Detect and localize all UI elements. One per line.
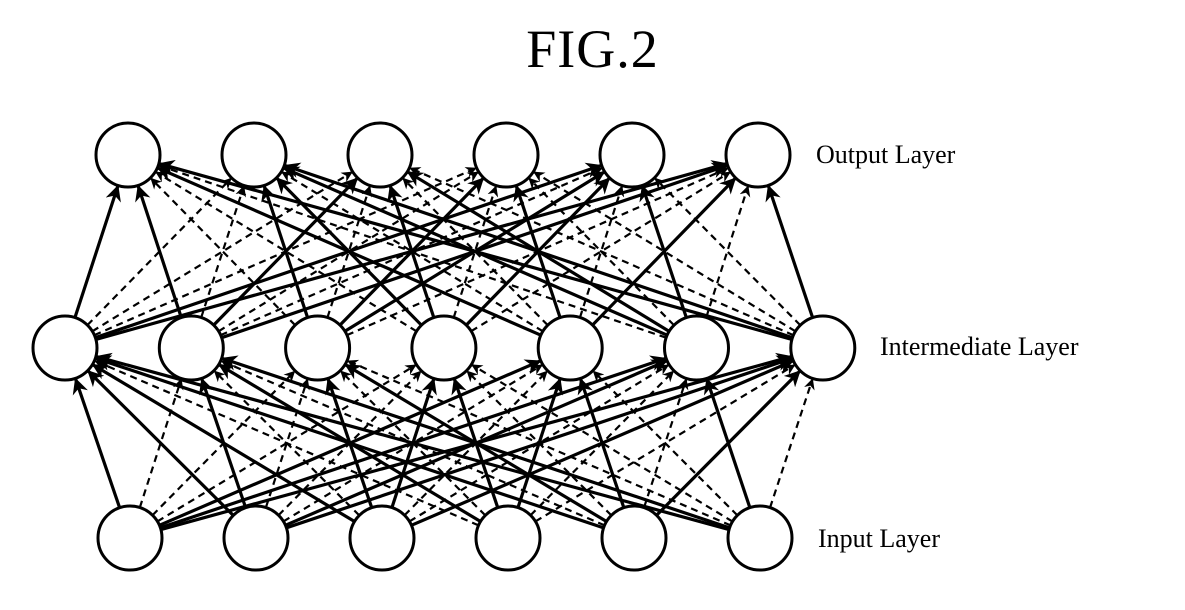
input-node-4 <box>474 504 542 572</box>
intermediate-node-2 <box>157 314 225 382</box>
dashed-edge-intermediate-7-to-output-3 <box>409 167 794 337</box>
solid-edge-intermediate-1-to-output-1 <box>73 184 121 319</box>
dashed-edge-input-4-to-intermediate-1 <box>94 359 480 527</box>
connection-edges <box>72 159 815 532</box>
dashed-edge-input-6-to-intermediate-3 <box>346 359 732 527</box>
dashed-edge-input-5-to-intermediate-6 <box>642 378 689 508</box>
input-layer-label: Input Layer <box>818 524 941 553</box>
dashed-edge-intermediate-2-to-output-4 <box>218 171 479 333</box>
solid-edge-input-6-to-intermediate-6 <box>703 377 752 509</box>
input-node-2 <box>222 504 290 572</box>
dashed-edge-intermediate-5-to-output-2 <box>281 171 544 333</box>
intermediate-node-1 <box>31 314 99 382</box>
dashed-edge-input-4-to-intermediate-7 <box>534 364 796 523</box>
dashed-edge-input-6-to-intermediate-4 <box>471 364 734 523</box>
intermediate-node-6 <box>663 314 730 382</box>
dashed-edge-intermediate-7-to-output-5 <box>654 177 802 327</box>
dashed-edge-input-1-to-intermediate-2 <box>138 378 184 508</box>
output-node-6 <box>724 121 792 189</box>
dashed-edge-intermediate-6-to-output-4 <box>528 177 675 326</box>
solid-edge-input-3-to-intermediate-1 <box>91 363 356 523</box>
intermediate-node-7 <box>789 314 857 382</box>
figure-title: FIG.2 <box>526 19 659 79</box>
input-node-6 <box>726 504 794 572</box>
solid-edge-intermediate-5-to-output-1 <box>156 166 542 337</box>
dashed-edge-intermediate-4-to-output-6 <box>470 171 731 333</box>
dashed-edge-intermediate-7-to-output-4 <box>533 171 797 333</box>
output-layer-label: Output Layer <box>816 140 956 169</box>
intermediate-layer-label: Intermediate Layer <box>880 332 1079 361</box>
solid-edge-intermediate-2-to-output-1 <box>135 184 183 319</box>
dashed-edge-intermediate-6-to-output-1 <box>158 163 667 339</box>
solid-edge-input-5-to-intermediate-1 <box>94 355 605 530</box>
input-node-5 <box>600 504 668 572</box>
dashed-edge-intermediate-4-to-output-1 <box>155 171 418 333</box>
output-node-3 <box>346 121 414 189</box>
dashed-edge-intermediate-6-to-output-6 <box>705 185 751 318</box>
input-node-1 <box>96 504 164 572</box>
solid-edge-input-5-to-intermediate-5 <box>577 377 626 509</box>
solid-edge-input-2-to-intermediate-1 <box>87 370 235 517</box>
dashed-edge-intermediate-1-to-output-3 <box>91 171 353 333</box>
dashed-edge-input-2-to-intermediate-5 <box>282 364 543 523</box>
intermediate-node-4 <box>410 314 478 382</box>
solid-edge-input-6-to-intermediate-1 <box>95 352 730 532</box>
dashed-edge-intermediate-4-to-output-4 <box>452 185 499 318</box>
dashed-edge-input-6-to-intermediate-5 <box>592 370 739 517</box>
input-node-3 <box>348 504 416 572</box>
solid-edge-intermediate-7-to-output-2 <box>283 162 794 340</box>
solid-edge-intermediate-7-to-output-6 <box>765 184 815 319</box>
dashed-edge-intermediate-3-to-output-3 <box>326 185 373 318</box>
intermediate-node-3 <box>284 314 352 382</box>
dashed-edge-intermediate-2-to-output-2 <box>200 185 246 318</box>
layer-nodes <box>31 121 857 572</box>
dashed-edge-intermediate-5-to-output-5 <box>578 185 625 318</box>
output-node-4 <box>472 121 540 189</box>
output-node-1 <box>94 121 162 189</box>
intermediate-node-5 <box>536 314 604 382</box>
dashed-edge-input-2-to-intermediate-3 <box>264 378 310 508</box>
solid-edge-input-1-to-intermediate-1 <box>72 377 122 509</box>
output-node-2 <box>220 121 288 189</box>
solid-edge-input-6-to-intermediate-2 <box>221 355 731 530</box>
solid-edge-intermediate-6-to-output-5 <box>639 184 688 319</box>
solid-edge-intermediate-3-to-output-2 <box>261 184 310 319</box>
solid-edge-intermediate-7-to-output-1 <box>158 159 793 341</box>
dashed-edge-intermediate-3-to-output-1 <box>150 177 296 326</box>
output-node-5 <box>598 121 666 189</box>
dashed-edge-input-6-to-intermediate-7 <box>768 378 815 508</box>
dashed-edge-input-3-to-intermediate-6 <box>408 364 670 523</box>
